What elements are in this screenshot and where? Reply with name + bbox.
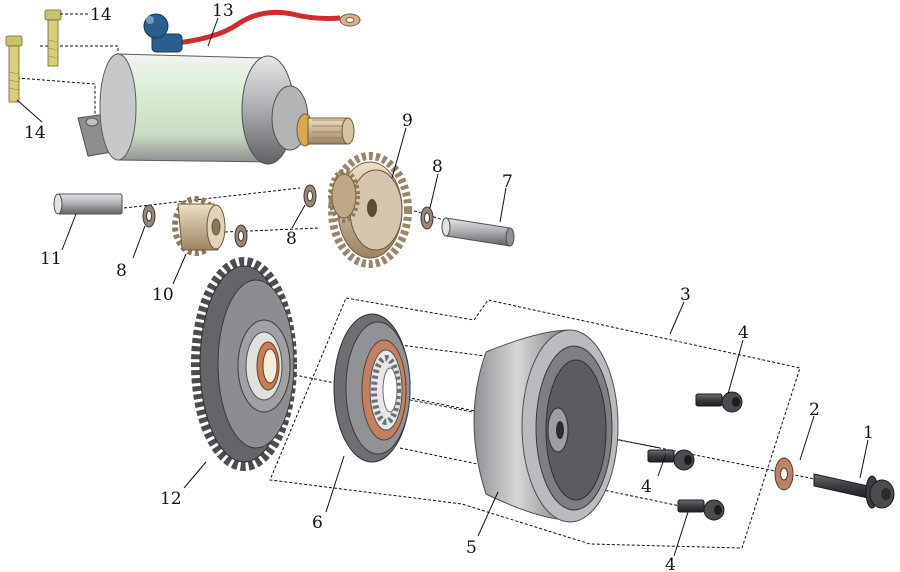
housing-bolt-lower [677,499,725,521]
starter-motor-icon [77,53,355,165]
callout-8-right: 8 [432,157,443,177]
large-gear-icon [191,257,297,471]
callout-labels: 1 2 3 4 4 4 5 6 7 8 8 8 9 10 11 12 13 14… [24,1,874,572]
callout-13: 13 [212,1,234,21]
callout-4-upper: 4 [738,323,749,343]
flange-bolt-icon [813,473,895,509]
callout-10: 10 [152,285,174,305]
callout-8-middle: 8 [286,229,297,249]
terminal-cable-icon [143,9,361,53]
thrust-washer-middle [234,224,248,248]
idle-shaft-icon [53,193,123,215]
bearing-ring-icon [333,313,411,463]
mounting-bolt-upper [44,9,62,67]
reduction-shaft-icon [441,217,515,247]
housing-bolt-middle [647,449,695,471]
callout-4-middle: 4 [641,477,652,497]
thrust-washer-left [142,204,156,228]
callout-3: 3 [680,285,691,305]
double-gear-icon [328,152,412,268]
callout-2: 2 [809,400,820,420]
callout-6: 6 [312,513,323,533]
copper-washer-icon [774,457,794,491]
mounting-bolt-lower [5,35,23,103]
callout-14-top: 14 [90,5,112,25]
callout-4-lower: 4 [665,555,676,572]
callout-8-left: 8 [116,261,127,281]
callout-5: 5 [466,538,477,558]
leader-lines [16,17,869,557]
callout-1: 1 [863,423,874,443]
callout-12: 12 [160,489,182,509]
thrust-washer-right [420,206,434,230]
housing-bolt-upper [695,391,743,413]
callout-9: 9 [402,111,413,131]
callout-7: 7 [502,172,513,192]
small-gear-icon [172,196,226,256]
cup-housing-icon [473,329,619,523]
callout-14-left: 14 [24,123,46,143]
callout-11: 11 [40,249,62,269]
thrust-washer-upper [303,184,317,208]
